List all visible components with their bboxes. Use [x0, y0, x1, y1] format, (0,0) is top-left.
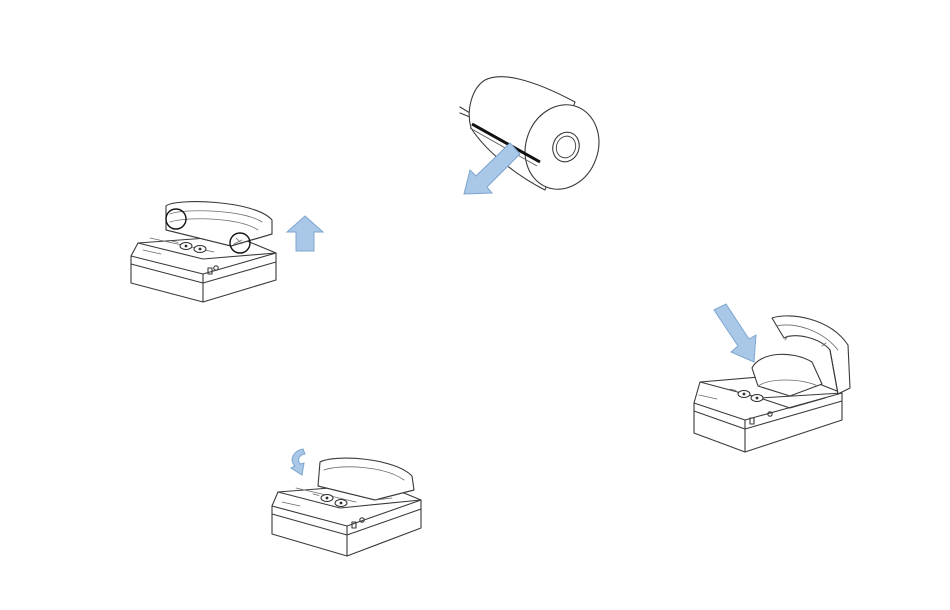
up-arrow-icon	[287, 216, 323, 251]
printer-closing-cover	[272, 458, 421, 556]
down-arrow-icon	[714, 304, 756, 362]
printer-closed-with-latch-markers	[131, 202, 276, 302]
curved-arrow-icon	[291, 449, 305, 475]
printer-open-loading-paper	[694, 316, 850, 452]
